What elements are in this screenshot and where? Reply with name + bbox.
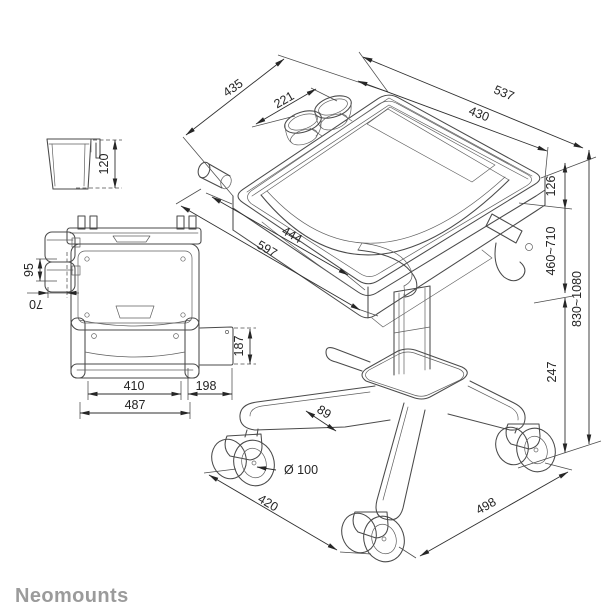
dim-830-1080: 830~1080 — [517, 149, 602, 469]
front-view — [44, 215, 234, 379]
dim-label-444: 444 — [279, 224, 304, 247]
dim-label-597: 597 — [254, 238, 279, 261]
dim-label-198: 198 — [196, 379, 217, 393]
dim-126: 126 — [518, 156, 597, 210]
dim-label-487: 487 — [125, 398, 146, 412]
dim-label-70: 70 — [29, 297, 43, 311]
left-tube-accessory — [197, 161, 232, 190]
dim-410: 410 — [87, 379, 182, 400]
dim-label-187: 187 — [232, 336, 246, 357]
dim-435: 435 — [182, 54, 389, 197]
isometric-cart-view — [197, 94, 556, 563]
dim-187: 187 — [232, 327, 256, 365]
base-legs — [239, 347, 526, 521]
dim-498: 498 — [398, 462, 573, 559]
dim-label-95: 95 — [22, 263, 36, 277]
dim-221: 221 — [251, 87, 338, 128]
dim-caster-diameter: Ø 100 — [256, 463, 318, 477]
dimension-annotations: 435 221 537 430 444 — [22, 51, 602, 559]
dim-label-410: 410 — [124, 379, 145, 393]
leg-back — [325, 347, 371, 372]
caster-right — [495, 423, 556, 473]
caster-front — [341, 511, 405, 563]
front-handle — [70, 317, 200, 379]
dim-198: 198 — [187, 368, 233, 400]
dim-label-460-710: 460~710 — [544, 226, 558, 275]
dim-247: 247 — [533, 295, 574, 454]
dim-label-221: 221 — [271, 89, 296, 112]
base-hub — [361, 348, 468, 400]
front-panel — [70, 243, 200, 331]
drawer-unit — [232, 189, 546, 328]
dim-597: 597 — [175, 188, 379, 317]
front-side-tray — [199, 326, 234, 366]
dim-label-126: 126 — [544, 176, 558, 197]
dim-label-247: 247 — [545, 362, 559, 383]
cup-hook-bracket — [90, 138, 101, 159]
dim-label-89: 89 — [314, 402, 333, 421]
right-hook-accessory — [485, 213, 533, 282]
dim-70: 70 — [27, 252, 79, 311]
dim-label-420: 420 — [255, 492, 280, 515]
brand-logo: Neomounts — [15, 585, 129, 607]
dim-label-caster-diameter: Ø 100 — [284, 463, 318, 477]
dim-label-430: 430 — [467, 104, 492, 125]
dim-120: 120 — [76, 139, 122, 189]
dim-89: 89 — [305, 402, 337, 432]
corner-pull-handle — [357, 242, 418, 298]
dim-label-435: 435 — [220, 76, 245, 99]
dim-430: 430 — [357, 80, 549, 179]
dim-444: 444 — [205, 192, 366, 291]
dim-460-710: 460~710 — [544, 209, 568, 294]
leg-front — [375, 402, 426, 521]
leg-right — [447, 380, 526, 431]
dim-95: 95 — [22, 258, 57, 282]
dim-487: 487 — [79, 398, 191, 419]
dim-label-830-1080: 830~1080 — [570, 271, 584, 327]
dim-420: 420 — [203, 468, 372, 555]
dim-label-120: 120 — [97, 154, 111, 175]
cup-accessory-detail-view — [46, 138, 101, 190]
front-cup-holders — [44, 231, 81, 293]
caster-left — [211, 428, 275, 487]
leg-left — [239, 385, 391, 431]
dim-label-537: 537 — [492, 83, 517, 104]
